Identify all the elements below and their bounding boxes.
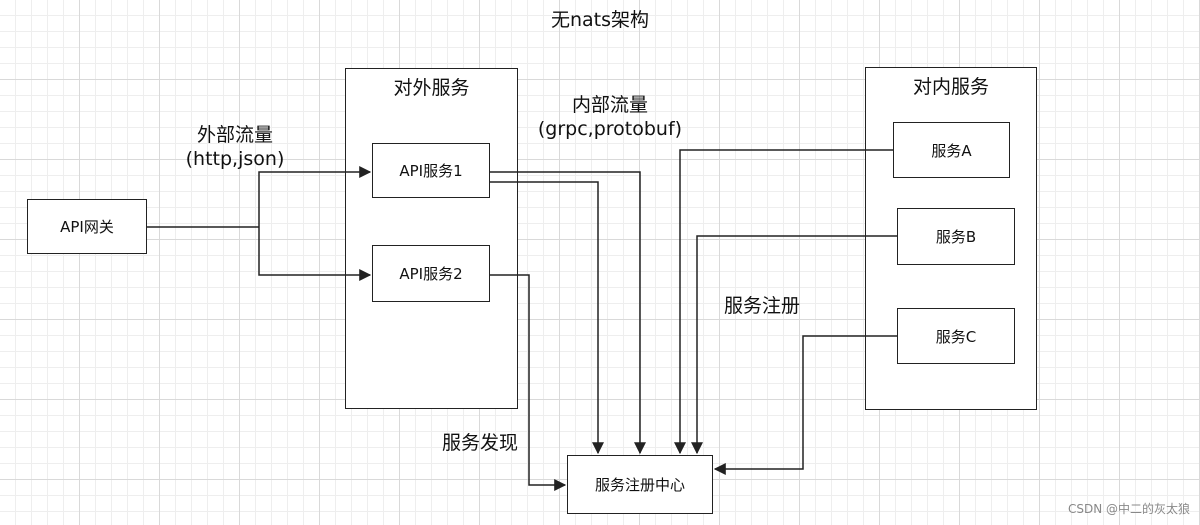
external-services-group: 对外服务 bbox=[345, 68, 518, 409]
api-gateway-node[interactable]: API网关 bbox=[27, 199, 147, 254]
service-discovery-label: 服务发现 bbox=[441, 432, 518, 454]
service-registry-node[interactable]: 服务注册中心 bbox=[567, 455, 713, 514]
api-service-1-node[interactable]: API服务1 bbox=[372, 143, 490, 198]
external-services-title: 对外服务 bbox=[393, 77, 470, 99]
external-traffic-line1: 外部流量 bbox=[196, 124, 273, 146]
service-a-node[interactable]: 服务A bbox=[893, 122, 1010, 178]
internal-traffic-line2: (grpc,protobuf) bbox=[537, 118, 683, 140]
csdn-watermark: CSDN @中二的灰太狼 bbox=[1067, 502, 1190, 516]
internal-traffic-line1: 内部流量 bbox=[571, 94, 648, 116]
api-service-2-node[interactable]: API服务2 bbox=[372, 245, 490, 302]
internal-traffic-label: 内部流量 (grpc,protobuf) bbox=[520, 93, 700, 141]
external-traffic-label: 外部流量 (http,json) bbox=[170, 123, 300, 171]
internal-services-title: 对内服务 bbox=[912, 76, 989, 98]
service-b-node[interactable]: 服务B bbox=[897, 208, 1015, 265]
external-traffic-line2: (http,json) bbox=[185, 148, 285, 170]
service-registration-label: 服务注册 bbox=[723, 295, 800, 317]
service-c-node[interactable]: 服务C bbox=[897, 308, 1015, 364]
diagram-title: 无nats架构 bbox=[550, 9, 650, 31]
